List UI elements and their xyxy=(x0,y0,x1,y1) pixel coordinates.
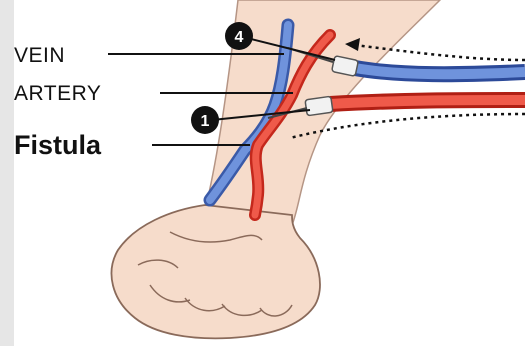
marker-bottom-number: 1 xyxy=(201,113,210,130)
fistula-label: Fistula xyxy=(14,130,102,160)
marker-bottom: 1 xyxy=(191,106,219,134)
vein-label: VEIN xyxy=(14,44,65,67)
marker-top: 4 xyxy=(225,22,253,50)
left-border xyxy=(0,0,14,346)
marker-top-number: 4 xyxy=(235,29,244,46)
artery-tube-fill xyxy=(330,100,525,104)
artery-label: ARTERY xyxy=(14,82,101,105)
